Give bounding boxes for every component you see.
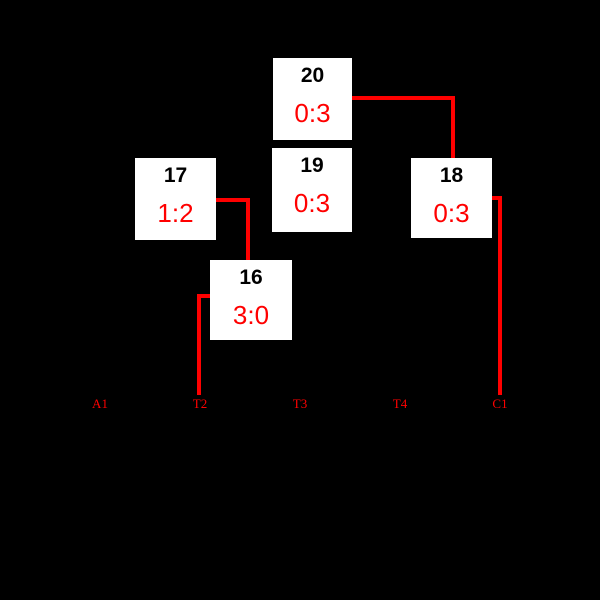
edge-20-to-18-vertical [451,96,455,158]
leaf-label-t2: T2 [192,396,208,411]
node-box-18[interactable]: 18 0:3 [411,158,492,238]
node-box-16[interactable]: 16 3:0 [210,260,292,340]
leaf-label-c1: C1 [492,396,508,411]
edge-18-to-leaf-c1-vertical [498,196,502,395]
node-score-label: 3:0 [232,300,270,330]
edge-20-to-18-horizontal [352,96,455,100]
edge-16-to-leaf-t2-horizontal [197,294,213,298]
node-box-17[interactable]: 17 1:2 [135,158,216,240]
node-score-label: 0:3 [294,98,331,128]
edge-17-to-16-horizontal [216,198,250,202]
node-id-label: 16 [239,266,263,289]
leaf-label-a1: A1 [92,396,108,411]
node-id-label: 17 [163,164,188,187]
node-box-19[interactable]: 19 0:3 [272,148,352,232]
node-score-label: 0:3 [293,188,331,218]
node-id-label: 19 [300,154,324,177]
edge-16-to-leaf-t2-vertical [197,294,201,395]
node-box-20[interactable]: 20 0:3 [273,58,352,140]
node-score-label: 1:2 [157,198,194,228]
leaf-label-t4: T4 [392,396,408,411]
node-id-label: 18 [439,164,464,187]
edge-18-to-leaf-c1-horizontal [489,196,502,200]
edge-17-to-16-vertical [246,198,250,260]
node-id-label: 20 [300,64,325,87]
leaf-label-t3: T3 [292,396,308,411]
node-score-label: 0:3 [433,198,470,228]
